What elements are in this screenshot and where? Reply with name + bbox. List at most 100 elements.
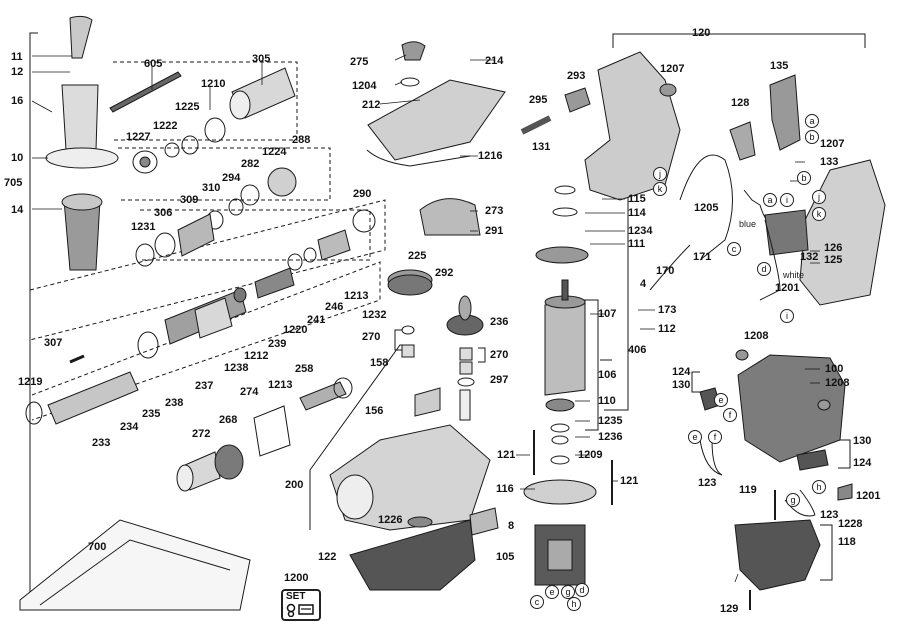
part-label-115: 115 (628, 193, 646, 205)
callout-e3: e (545, 585, 559, 599)
wire-label-white: white (783, 270, 805, 280)
part-label-700: 700 (88, 541, 107, 553)
part-label-135: 135 (770, 60, 789, 72)
callout-c: c (727, 242, 741, 256)
part-label-124b: 124 (853, 457, 872, 469)
part-label-1222: 1222 (153, 120, 178, 132)
callout-f: f (723, 408, 737, 422)
part-label-1210: 1210 (201, 78, 226, 90)
part-label-1236: 1236 (598, 431, 623, 443)
part-label-1238: 1238 (224, 362, 249, 374)
callout-i2: i (780, 309, 794, 323)
part-label-131: 131 (532, 141, 551, 153)
part-label-292: 292 (435, 267, 454, 279)
callout-i: i (780, 193, 794, 207)
callout-h: h (812, 480, 826, 494)
part-label-309: 309 (180, 194, 199, 206)
part-label-237: 237 (195, 380, 214, 392)
part-label-270b: 270 (490, 349, 509, 361)
part-label-274: 274 (240, 386, 259, 398)
part-label-605: 605 (144, 58, 163, 70)
callout-g: g (786, 493, 800, 507)
callout-k: k (653, 182, 667, 196)
part-label-268: 268 (219, 414, 238, 426)
part-label-124: 124 (672, 366, 691, 378)
part-label-1234: 1234 (628, 225, 653, 237)
part-label-114: 114 (628, 207, 646, 219)
set-badge-text: SET (286, 591, 306, 602)
callout-j2: j (812, 190, 826, 204)
part-label-225: 225 (408, 250, 427, 262)
part-label-1205: 1205 (694, 202, 719, 214)
part-label-273: 273 (485, 205, 504, 217)
part-label-112: 112 (658, 323, 676, 335)
part-label-122: 122 (318, 551, 337, 563)
part-label-1213b: 1213 (268, 379, 293, 391)
part-label-119: 119 (739, 484, 757, 496)
part-label-1232: 1232 (362, 309, 387, 321)
part-label-11: 11 (11, 51, 23, 63)
part-label-100: 100 (825, 363, 844, 375)
part-label-110: 110 (598, 395, 616, 407)
part-label-128: 128 (731, 97, 750, 109)
callout-e2: e (688, 430, 702, 444)
part-label-156: 156 (365, 405, 384, 417)
part-label-200: 200 (285, 479, 304, 491)
part-label-1200: 1200 (284, 572, 309, 584)
part-label-12: 12 (11, 66, 24, 78)
callout-b: b (805, 130, 819, 144)
part-label-1224: 1224 (262, 146, 287, 158)
part-label-1207b: 1207 (820, 138, 845, 150)
part-label-307: 307 (44, 337, 63, 349)
part-label-258: 258 (295, 363, 314, 375)
part-label-270: 270 (362, 331, 381, 343)
set-icon (286, 603, 314, 617)
part-label-16: 16 (11, 95, 24, 107)
part-label-272: 272 (192, 428, 211, 440)
part-label-1212: 1212 (244, 350, 269, 362)
part-label-297: 297 (490, 374, 509, 386)
part-label-310: 310 (202, 182, 221, 194)
part-label-241: 241 (307, 314, 326, 326)
part-label-133: 133 (820, 156, 839, 168)
part-label-132: 132 (800, 251, 819, 263)
part-label-1213: 1213 (344, 290, 369, 302)
part-label-173: 173 (658, 304, 677, 316)
part-label-1208: 1208 (744, 330, 769, 342)
callout-k2: k (812, 207, 826, 221)
callout-a: a (805, 114, 819, 128)
part-label-4: 4 (640, 278, 647, 290)
part-label-1235: 1235 (598, 415, 623, 427)
part-label-306: 306 (154, 207, 173, 219)
part-label-126: 126 (824, 242, 843, 254)
callout-h2: h (567, 597, 581, 611)
part-label-10: 10 (11, 152, 24, 164)
part-label-121b: 121 (620, 475, 639, 487)
part-label-1201: 1201 (775, 282, 800, 294)
set-badge: SET (281, 589, 321, 621)
callout-e: e (714, 393, 728, 407)
part-label-125: 125 (824, 254, 843, 266)
part-label-130: 130 (672, 379, 691, 391)
part-label-158: 158 (370, 357, 389, 369)
part-label-294: 294 (222, 172, 241, 184)
part-label-171: 171 (693, 251, 712, 263)
part-label-235: 235 (142, 408, 161, 420)
callout-j: j (653, 167, 667, 181)
part-label-1220: 1220 (283, 324, 308, 336)
callout-a2: a (763, 193, 777, 207)
part-label-305: 305 (252, 53, 271, 65)
part-label-111: 111 (628, 238, 646, 250)
part-label-129: 129 (720, 603, 739, 615)
part-label-1219: 1219 (18, 376, 43, 388)
part-label-130b: 130 (853, 435, 872, 447)
part-label-106: 106 (598, 369, 617, 381)
part-label-1228: 1228 (838, 518, 863, 530)
part-label-705: 705 (4, 177, 23, 189)
part-label-295: 295 (529, 94, 548, 106)
part-label-107: 107 (598, 308, 617, 320)
part-label-239: 239 (268, 338, 287, 350)
part-label-1209: 1209 (578, 449, 603, 461)
part-label-406: 406 (628, 344, 647, 356)
